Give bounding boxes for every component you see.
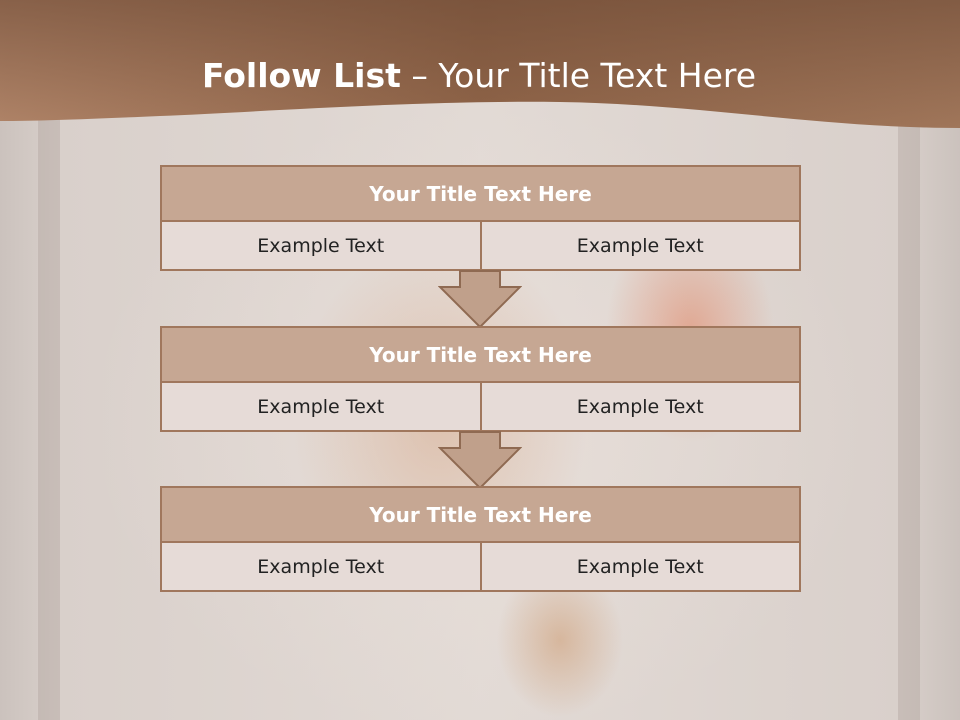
block-row: Example Text Example Text — [160, 222, 801, 271]
block-title: Your Title Text Here — [160, 326, 801, 383]
page-title: Follow List – Your Title Text Here — [202, 54, 756, 98]
block-row: Example Text Example Text — [160, 383, 801, 432]
list-block-3: Your Title Text Here Example Text Exampl… — [160, 486, 801, 592]
block-row: Example Text Example Text — [160, 543, 801, 592]
block-cell-right: Example Text — [479, 383, 800, 430]
background-frame-right — [898, 110, 920, 720]
block-cell-right: Example Text — [479, 222, 800, 269]
background-frame-left — [38, 110, 60, 720]
header-banner: Follow List – Your Title Text Here — [0, 0, 960, 140]
down-arrow-icon — [438, 431, 522, 490]
header-wave-shape — [0, 0, 960, 128]
block-title: Your Title Text Here — [160, 486, 801, 543]
page-title-rest: – Your Title Text Here — [400, 56, 757, 95]
list-block-1: Your Title Text Here Example Text Exampl… — [160, 165, 801, 271]
list-block-2: Your Title Text Here Example Text Exampl… — [160, 326, 801, 432]
block-title: Your Title Text Here — [160, 165, 801, 222]
down-arrow-icon — [438, 270, 522, 329]
page-title-strong: Follow List — [202, 56, 401, 95]
block-cell-left: Example Text — [257, 234, 385, 257]
block-cell-left: Example Text — [257, 395, 385, 418]
block-cell-left: Example Text — [257, 555, 385, 578]
block-cell-right: Example Text — [479, 543, 800, 590]
